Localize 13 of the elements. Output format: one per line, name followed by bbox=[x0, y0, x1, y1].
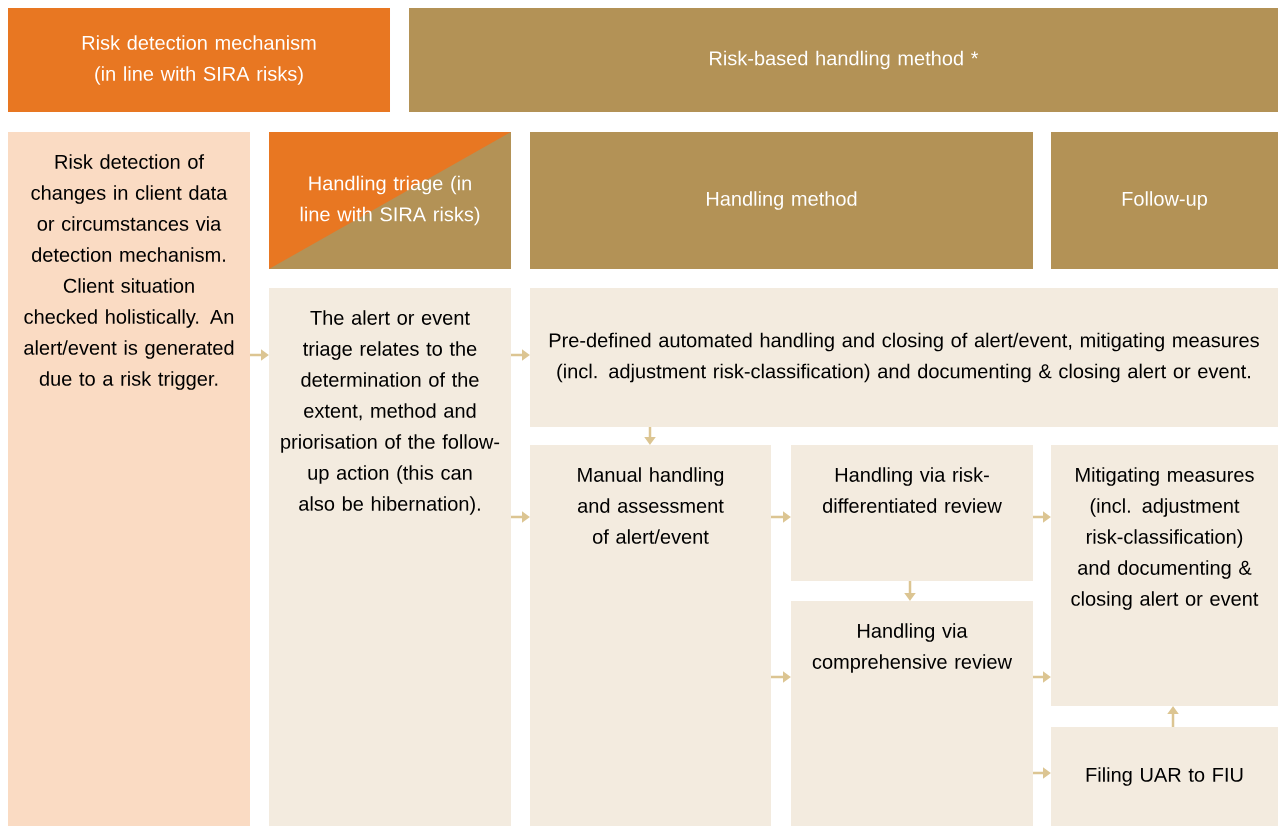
header-box: Follow-up bbox=[1051, 132, 1278, 269]
process-box: Risk detection of changes in client data or circumstances via detection mechanism. Client situation checked holistically. An alert/event is generated due to a risk trigger. bbox=[8, 132, 250, 826]
process-box: Filing UAR to FIU bbox=[1051, 727, 1278, 826]
header-bar: Risk detection mechanism (in line with SIRA risks) bbox=[8, 8, 390, 112]
process-box: The alert or event triage relates to the determination of the extent, method and priorisation of the follow-up action (this can also be hibernation). bbox=[269, 288, 511, 826]
process-box: Handling via comprehensive review bbox=[791, 601, 1033, 826]
process-box: Pre-defined automated handling and closing of alert/event, mitigating measures (incl. adjustment risk-classification) and documenting & closing alert or event. bbox=[530, 288, 1278, 427]
header-box: Handling method bbox=[530, 132, 1033, 269]
header-bar: Risk-based handling method * bbox=[409, 8, 1278, 112]
process-box: Mitigating measures (incl. adjustment risk-classification) and documenting & closing alert or event bbox=[1051, 445, 1278, 706]
process-box: Manual handling and assessment of alert/event bbox=[530, 445, 771, 826]
process-box: Handling via risk-differentiated review bbox=[791, 445, 1033, 581]
header-box: Handling triage (in line with SIRA risks) bbox=[269, 132, 511, 269]
